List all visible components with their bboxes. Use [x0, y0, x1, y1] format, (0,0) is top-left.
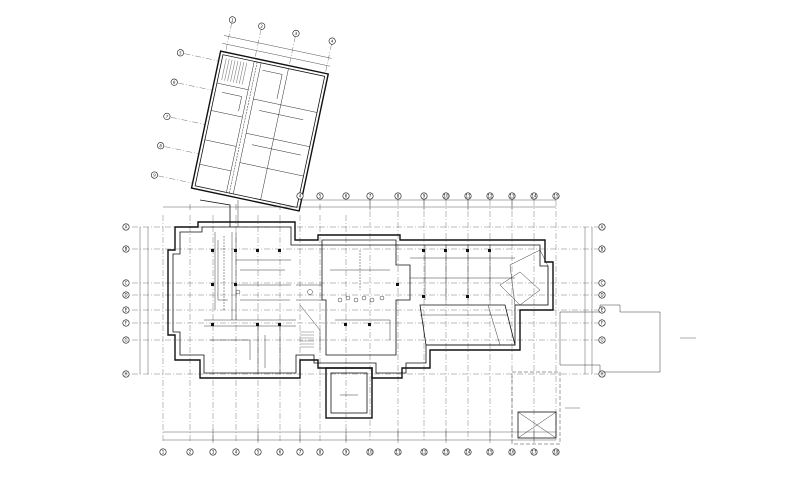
axis-label: D — [600, 293, 603, 298]
axis-label: 7 — [299, 450, 302, 455]
axis-label: E — [125, 308, 128, 313]
axis-label: 15 — [487, 450, 493, 455]
axis-bubbles-right: A B C D E F G H — [598, 223, 606, 378]
axis-label: 6 — [345, 194, 348, 199]
wing-axis-bubbles: 1 2 3 4 5 6 7 8 9 — [150, 16, 336, 179]
axis-label: 2 — [189, 450, 192, 455]
dimension-lines — [139, 197, 593, 443]
upper-wing: 1 2 3 4 5 6 7 8 9 — [150, 16, 336, 212]
axis-label: B — [601, 247, 604, 252]
axis-bubbles-bottom: 1 2 3 4 5 6 7 8 9 10 11 12 13 14 15 16 1… — [159, 448, 560, 456]
axis-label: E — [601, 308, 604, 313]
axis-label: 17 — [531, 450, 537, 455]
axis-label: A — [125, 225, 128, 230]
axis-label: C — [601, 281, 604, 286]
axis-bubbles-top: 4 5 6 7 8 9 10 11 12 13 14 15 — [296, 192, 560, 200]
axis-label: 14 — [531, 194, 537, 199]
axis-label: A — [601, 225, 604, 230]
wing-axis-label: 5 — [179, 50, 183, 56]
wing-axis-label: 3 — [294, 31, 298, 37]
axis-label: 8 — [319, 450, 322, 455]
axis-label: 7 — [369, 194, 372, 199]
axis-label: 10 — [443, 194, 449, 199]
main-building-walls — [167, 199, 554, 379]
wing-axis-label: 4 — [330, 38, 334, 44]
axis-label: G — [124, 338, 127, 343]
axis-label: 9 — [423, 194, 426, 199]
axis-label: 1 — [162, 450, 165, 455]
axis-label: 10 — [367, 450, 373, 455]
wing-axis-label: 6 — [172, 79, 176, 85]
axis-label: 15 — [553, 194, 559, 199]
axis-label: F — [601, 321, 604, 326]
axis-label: 3 — [212, 450, 215, 455]
axis-label: 8 — [397, 194, 400, 199]
fixtures — [235, 289, 385, 303]
axis-label: G — [600, 338, 603, 343]
axis-label: 13 — [509, 194, 515, 199]
axis-label: 5 — [257, 450, 260, 455]
axis-label: 18 — [553, 450, 559, 455]
axis-label: D — [124, 293, 127, 298]
axis-label: 4 — [235, 450, 238, 455]
axis-bubbles-left: A B C D E F G H — [122, 223, 130, 378]
axis-label: 11 — [395, 450, 401, 455]
axis-label: 9 — [345, 450, 348, 455]
axis-label: 6 — [279, 450, 282, 455]
wing-axis-label: 1 — [231, 17, 235, 23]
axis-label: H — [600, 372, 603, 377]
axis-label: F — [125, 321, 128, 326]
axis-label: 16 — [509, 450, 515, 455]
axis-label: 5 — [319, 194, 322, 199]
axis-label: 4 — [299, 194, 302, 199]
axis-label: H — [124, 372, 127, 377]
axis-label: B — [125, 247, 128, 252]
axis-label: 12 — [421, 450, 427, 455]
axis-label: 12 — [487, 194, 493, 199]
wing-axis-label: 7 — [165, 114, 169, 120]
columns — [211, 249, 491, 326]
axis-label: C — [125, 281, 128, 286]
axis-label: 11 — [465, 194, 471, 199]
wing-axis-label: 8 — [159, 143, 163, 149]
axis-label: 13 — [443, 450, 449, 455]
entrance-porch — [325, 367, 373, 419]
wing-axis-label: 9 — [153, 172, 157, 178]
axis-label: 14 — [465, 450, 471, 455]
grid-lines — [132, 200, 600, 442]
wing-axis-label: 2 — [260, 23, 264, 29]
